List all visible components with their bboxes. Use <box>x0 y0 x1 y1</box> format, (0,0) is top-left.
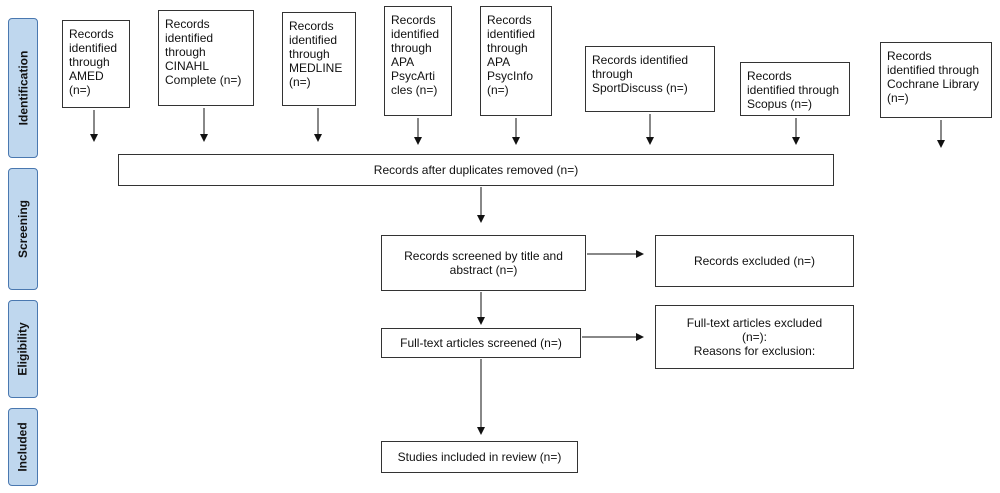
fulltext-screened-text: Full-text articles screened (n=) <box>400 336 562 350</box>
source-box-scopus: Records identified through Scopus (n=) <box>740 62 850 116</box>
duplicates-removed-box: Records after duplicates removed (n=) <box>118 154 834 186</box>
stage-identification: Identification <box>8 18 38 158</box>
source-box-medline: Records identified through MEDLINE (n=) <box>282 12 356 106</box>
source-box-psycinfo: Records identified through APA PsycInfo … <box>480 6 552 116</box>
duplicates-removed-text: Records after duplicates removed (n=) <box>373 163 579 177</box>
source-box-cinahl: Records identified through CINAHL Comple… <box>158 10 254 106</box>
source-box-amed: Records identified through AMED (n=) <box>62 20 130 108</box>
included-box: Studies included in review (n=) <box>381 441 578 473</box>
source-text-amed: Records identified through AMED (n=) <box>69 27 118 97</box>
source-text-scopus: Records identified through Scopus (n=) <box>747 69 840 111</box>
records-excluded-box: Records excluded (n=) <box>655 235 854 287</box>
fulltext-screened-box: Full-text articles screened (n=) <box>381 328 581 358</box>
source-box-psycarticles: Records identified through APA PsycArti … <box>384 6 452 116</box>
screened-text: Records screened by title and abstract (… <box>404 249 563 277</box>
source-box-cochrane: Records identified through Cochrane Libr… <box>880 42 992 118</box>
fulltext-excluded-box: Full-text articles excluded (n=): Reason… <box>655 305 854 369</box>
stage-eligibility: Eligibility <box>8 300 38 398</box>
screened-box: Records screened by title and abstract (… <box>381 235 586 291</box>
included-text: Studies included in review (n=) <box>397 450 562 464</box>
source-text-cochrane: Records identified through Cochrane Libr… <box>887 49 980 105</box>
source-text-psycarticles: Records identified through APA PsycArti … <box>391 13 440 97</box>
source-box-sportdiscuss: Records identified through SportDiscuss … <box>585 46 715 112</box>
records-excluded-text: Records excluded (n=) <box>693 254 816 268</box>
source-text-medline: Records identified through MEDLINE (n=) <box>289 19 343 89</box>
fulltext-excluded-text: Full-text articles excluded (n=): Reason… <box>686 316 823 358</box>
stage-included: Included <box>8 408 38 486</box>
source-text-cinahl: Records identified through CINAHL Comple… <box>165 17 242 87</box>
source-text-psycinfo: Records identified through APA PsycInfo … <box>487 13 536 97</box>
source-text-sportdiscuss: Records identified through SportDiscuss … <box>592 53 689 95</box>
stage-screening: Screening <box>8 168 38 290</box>
